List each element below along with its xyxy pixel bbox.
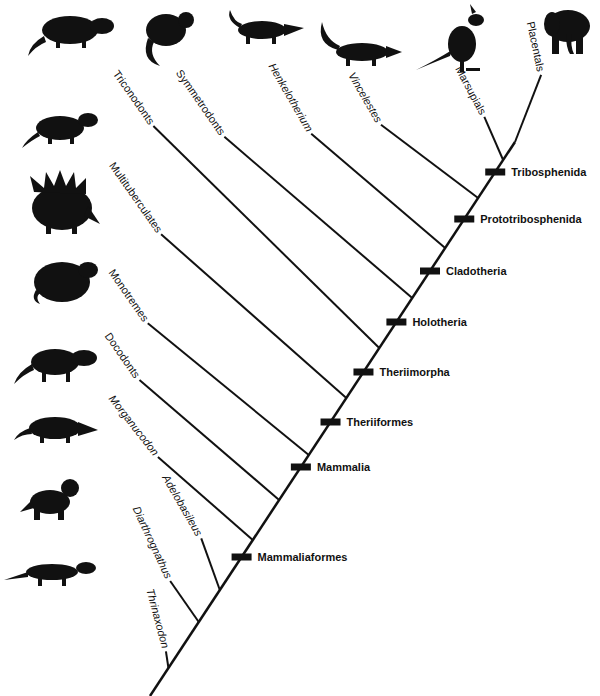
tick-mark [454,216,474,223]
branch-line [484,117,503,160]
taxon-label: Diarthrognathus [130,504,175,580]
taxon-label: Thrinaxodon [143,587,171,649]
taxon-label: Monotremes [105,266,151,324]
branch-line [158,457,253,540]
taxon-label: Vincelestes [345,69,384,124]
tick-mark [232,554,252,561]
branch-line [153,126,379,348]
docodont-silhouette [34,262,98,304]
trunk-line [150,142,515,696]
clade-label: Tribosphenida [511,166,586,179]
tick-mark [386,319,406,326]
morganucodon-silhouette [14,349,97,384]
multituberculate-silhouette [22,113,98,148]
clade-label: Holotheria [412,316,466,329]
tick-mark [485,169,505,176]
henkelotherium-silhouette [229,10,304,44]
branch-line [201,538,220,590]
diarthrognathus-silhouette [20,479,79,520]
tick-mark [291,464,311,471]
clade-label: Theriiformes [347,416,414,429]
taxon-label: Multituberculates [106,159,164,235]
taxon-label: Triconodonts [110,67,157,126]
vincelestes-silhouette [321,22,402,66]
echidna-silhouette [30,170,100,234]
tick-mark [420,268,440,275]
taxon-label: Morganucodon [105,392,160,458]
branch-line [224,137,412,298]
kangaroo-silhouette [416,4,484,72]
tick-mark [353,369,373,376]
clade-label: Mammaliaformes [258,551,348,564]
taxon-label: Henkelotherium [265,60,315,133]
clade-label: Theriimorpha [379,366,449,379]
taxon-label: Symmetrodonts [173,67,228,138]
branch-line [381,125,478,198]
clade-label: Cladotheria [446,265,507,278]
triconodont-silhouette [28,16,114,56]
branch-line [311,134,445,248]
clade-label: Mammalia [317,461,370,474]
adelobasileus-silhouette [14,417,98,443]
elephant-silhouette [544,10,590,54]
taxon-label: Marsupials [452,63,488,116]
clade-label: Prototribosphenida [480,213,581,226]
taxon-label: Docodonts [101,330,142,381]
symmetrodont-silhouette [146,12,194,66]
thrinaxodon-silhouette [4,562,96,586]
taxon-label: Adelobasileus [159,472,205,538]
branch-line [166,651,169,668]
branch-line [170,581,199,622]
taxon-label: Placentals [523,20,546,72]
tick-mark [321,419,341,426]
branch-line [515,75,541,142]
branch-line [161,234,346,398]
